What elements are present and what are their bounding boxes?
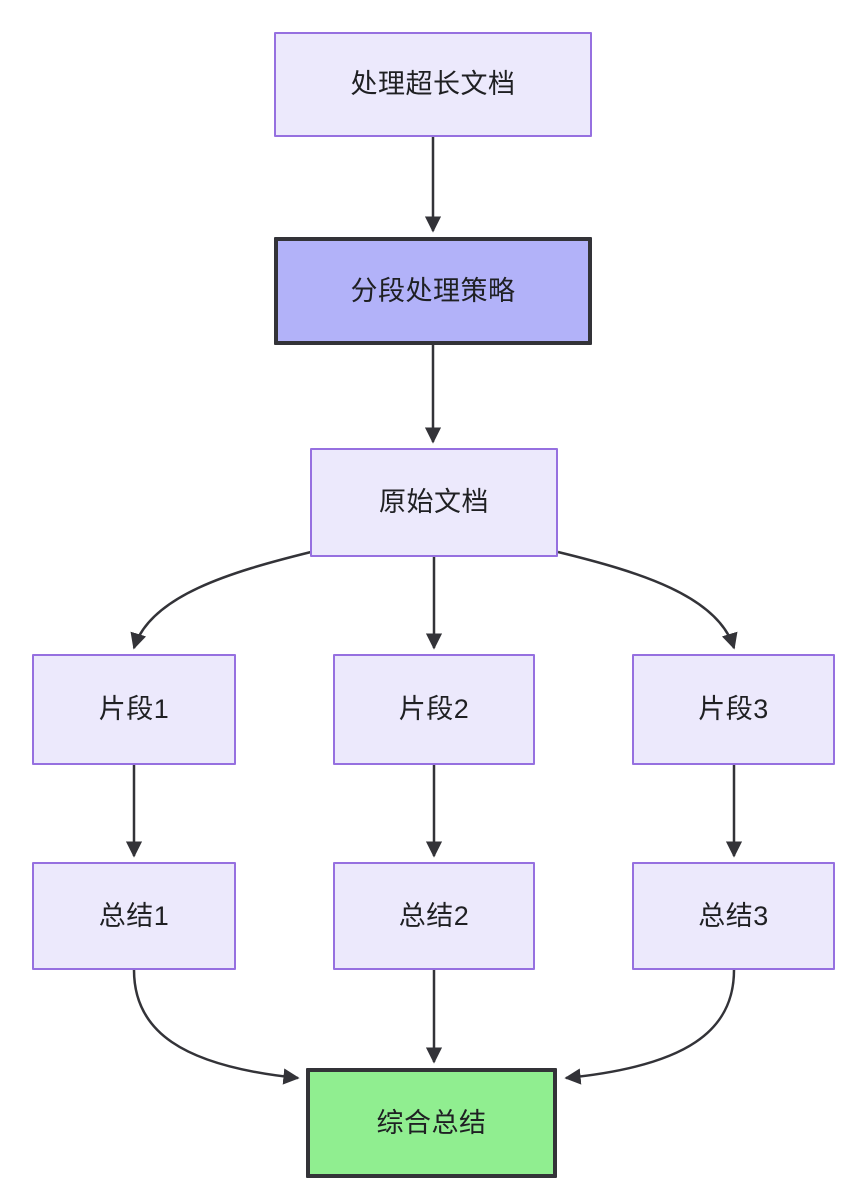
edge-n3-n4 xyxy=(130,550,312,650)
node-final-summary[interactable]: 综合总结 xyxy=(306,1068,557,1178)
node-fragment-3[interactable]: 片段3 xyxy=(632,654,835,765)
node-long-document[interactable]: 处理超长文档 xyxy=(274,32,592,137)
edge-n7-n10 xyxy=(132,969,300,1085)
node-summary-2[interactable]: 总结2 xyxy=(333,862,535,970)
node-summary-3[interactable]: 总结3 xyxy=(632,862,835,970)
node-label: 片段2 xyxy=(398,694,470,725)
node-label: 总结3 xyxy=(698,900,769,931)
node-label: 总结1 xyxy=(98,900,170,931)
edge-n3-n6 xyxy=(557,550,738,650)
node-label: 处理超长文档 xyxy=(350,69,516,100)
node-summary-1[interactable]: 总结1 xyxy=(32,862,236,970)
node-label: 总结2 xyxy=(398,900,470,931)
edge-n9-n10 xyxy=(564,969,736,1085)
node-label: 分段处理策略 xyxy=(350,275,516,306)
node-source-document[interactable]: 原始文档 xyxy=(310,448,558,557)
node-label: 片段3 xyxy=(698,694,769,725)
node-fragment-2[interactable]: 片段2 xyxy=(333,654,535,765)
node-fragment-1[interactable]: 片段1 xyxy=(32,654,236,765)
node-chunk-strategy[interactable]: 分段处理策略 xyxy=(274,237,592,345)
node-label: 片段1 xyxy=(98,694,170,725)
node-label: 综合总结 xyxy=(376,1107,487,1138)
node-label: 原始文档 xyxy=(379,487,489,518)
